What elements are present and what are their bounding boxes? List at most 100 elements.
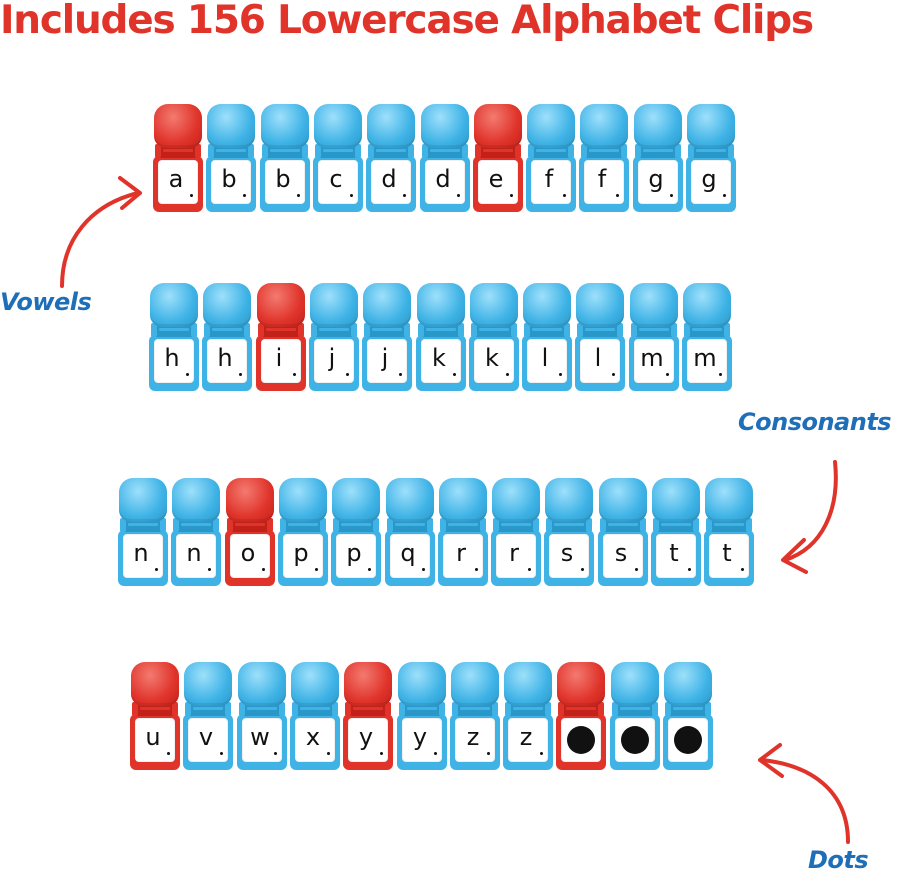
letter-clip-w: w (237, 662, 287, 782)
clip-cap (527, 104, 575, 148)
tile-letter: s (614, 539, 628, 567)
tile-letter: n (186, 539, 202, 567)
letter-tile: b (265, 160, 305, 204)
clip-cap (257, 283, 305, 327)
orientation-dot (315, 568, 318, 571)
black-dot (674, 726, 702, 754)
clip-cap (238, 662, 286, 706)
orientation-dot (297, 194, 300, 197)
clip-hinge (600, 518, 642, 532)
tile-letter: i (275, 344, 283, 372)
letter-clip-d: d (366, 104, 416, 224)
clip-cap (687, 104, 735, 148)
letter-clip-m: m (629, 283, 679, 403)
clip-cap (580, 104, 628, 148)
clip-hinge (471, 323, 513, 337)
clip-cap (474, 104, 522, 148)
letter-tile: o (230, 534, 270, 578)
clip-cap (314, 104, 362, 148)
clip-hinge (665, 702, 707, 716)
orientation-dot (208, 568, 211, 571)
orientation-dot (563, 194, 566, 197)
letter-tile: j (367, 339, 407, 383)
clip-cap (363, 283, 411, 327)
tile-letter: k (485, 344, 499, 372)
tile-letter: n (133, 539, 149, 567)
clip-hinge (185, 702, 227, 716)
letter-clip-s: s (544, 478, 594, 598)
orientation-dot (666, 373, 669, 376)
tile-letter: f (597, 165, 607, 193)
orientation-dot (510, 194, 513, 197)
clip-cap (291, 662, 339, 706)
clip-hinge (581, 144, 623, 158)
letter-clip-t: t (704, 478, 754, 598)
orientation-dot (670, 194, 673, 197)
letter-tile: s (549, 534, 589, 578)
tile-letter: m (640, 344, 664, 372)
clip-hinge (418, 323, 460, 337)
letter-clip-i: i (256, 283, 306, 403)
clip-hinge (333, 518, 375, 532)
tile-letter: b (275, 165, 291, 193)
letter-tile: b (211, 160, 251, 204)
tile-letter: u (145, 723, 161, 751)
orientation-dot (559, 373, 562, 376)
letter-clip-c: c (313, 104, 363, 224)
clip-cap (421, 104, 469, 148)
clip-cap (664, 662, 712, 706)
letter-clip-z: z (450, 662, 500, 782)
orientation-dot (327, 752, 330, 755)
letter-clip-j: j (309, 283, 359, 403)
letter-clip-a: a (153, 104, 203, 224)
letter-tile: m (634, 339, 674, 383)
orientation-dot (723, 194, 726, 197)
letter-tile: e (478, 160, 518, 204)
orientation-dot (186, 373, 189, 376)
clip-hinge (440, 518, 482, 532)
tile-letter: c (329, 165, 343, 193)
dot-clip (663, 662, 713, 782)
dot-clip (610, 662, 660, 782)
clip-hinge (387, 518, 429, 532)
tile-letter: g (701, 165, 717, 193)
clip-cap (226, 478, 274, 522)
clip-cap (439, 478, 487, 522)
vowels-label: Vowels (0, 288, 92, 316)
clip-cap (344, 662, 392, 706)
clip-cap (398, 662, 446, 706)
orientation-dot (155, 568, 158, 571)
letter-clip-y: y (397, 662, 447, 782)
tile-letter: s (560, 539, 574, 567)
clip-hinge (546, 518, 588, 532)
clip-hinge (204, 323, 246, 337)
clip-hinge (528, 144, 570, 158)
orientation-dot (190, 194, 193, 197)
clip-cap (492, 478, 540, 522)
tile-letter: y (358, 723, 374, 751)
orientation-dot (220, 752, 223, 755)
letter-clip-f: f (526, 104, 576, 224)
orientation-dot (741, 568, 744, 571)
letter-clip-g: g (633, 104, 683, 224)
letter-tile (615, 718, 655, 762)
clip-hinge (684, 323, 726, 337)
tile-letter: d (381, 165, 397, 193)
clip-cap (119, 478, 167, 522)
dot-clip (556, 662, 606, 782)
letter-clip-r: r (438, 478, 488, 598)
letter-tile: l (527, 339, 567, 383)
orientation-dot (719, 373, 722, 376)
letter-tile: g (691, 160, 731, 204)
letter-clip-u: u (130, 662, 180, 782)
letter-clip-j: j (362, 283, 412, 403)
clip-cap (367, 104, 415, 148)
clip-cap (332, 478, 380, 522)
clip-cap (184, 662, 232, 706)
letter-tile: n (176, 534, 216, 578)
clip-cap (576, 283, 624, 327)
letter-tile (561, 718, 601, 762)
clip-cap (523, 283, 571, 327)
